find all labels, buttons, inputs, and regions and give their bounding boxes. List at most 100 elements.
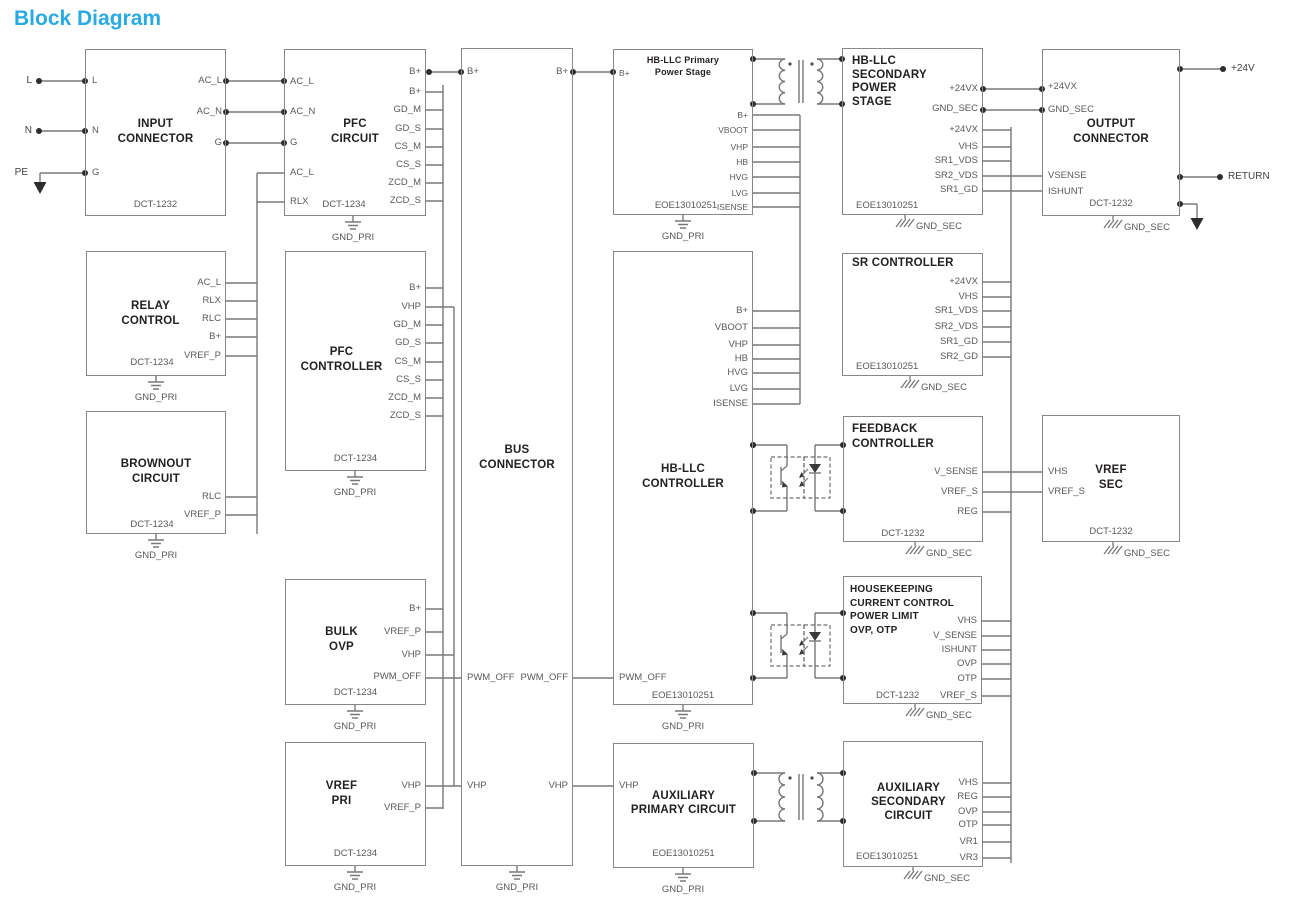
pin-label: HB — [736, 157, 748, 167]
pin-label: B+ — [736, 305, 748, 316]
pin-label: VSENSE — [1048, 170, 1087, 181]
ground-label: GND_PRI — [333, 487, 377, 498]
ground-label: GND_PRI — [661, 231, 705, 242]
pin-label: G — [92, 167, 100, 178]
pin-label: VREF_P — [184, 509, 221, 520]
block-vref-pri — [285, 742, 426, 866]
pin-label: V_SENSE — [933, 630, 977, 641]
pin-label: VHP — [728, 339, 748, 350]
pin-label: B+ — [409, 603, 421, 614]
part-number: EOE13010251 — [856, 200, 919, 211]
block-title: VREF PRI — [325, 780, 358, 807]
ground-label: GND_SEC — [1124, 222, 1170, 233]
pin-label: B+ — [619, 68, 630, 78]
block-pfc-controller — [285, 251, 426, 471]
pin-label: VREF_S — [940, 690, 977, 701]
pin-label: GND_SEC — [1048, 104, 1094, 115]
pin-label: HVG — [729, 172, 748, 182]
block-hbllc-secondary-power-stage — [842, 48, 983, 215]
pin-label: GD_M — [393, 104, 421, 115]
wires — [39, 68, 1223, 863]
ground-arrow-icon — [33, 182, 1204, 230]
optocoupler-icon — [753, 444, 843, 512]
pin-label: ISENSE — [716, 202, 748, 212]
pin-label: VHP — [401, 780, 421, 791]
pin-label: OTP — [957, 673, 977, 684]
part-number: DCT-1232 — [876, 690, 920, 701]
block-aux-primary-circuit — [613, 743, 754, 868]
pin-label: OTP — [958, 819, 978, 830]
pin-label: VHP — [730, 142, 748, 152]
pin-label: PWM_OFF — [619, 672, 667, 683]
pin-label: G — [214, 137, 222, 148]
pin-label: CS_S — [396, 159, 421, 170]
pin-label: L — [92, 75, 98, 86]
pin-label: VREF_S — [1048, 486, 1085, 497]
ground-label: GND_PRI — [331, 232, 375, 243]
pin-label: HB — [734, 353, 748, 364]
ground-label: GND_PRI — [495, 882, 539, 893]
pin-label: PWM_OFF — [520, 672, 569, 683]
pin-label: PWM_OFF — [373, 671, 422, 682]
terminal-label-n: N — [24, 125, 32, 136]
block-title: VREF SEC — [1095, 464, 1127, 491]
part-number: DCT-1234 — [322, 199, 366, 210]
pin-label: B+ — [556, 66, 568, 77]
earth-ground-icon — [148, 215, 691, 882]
part-number: DCT-1234 — [130, 357, 174, 368]
pin-label: +24VX — [949, 124, 978, 135]
optocoupler-icon — [753, 612, 843, 679]
pin-label: OVP — [957, 806, 978, 817]
pin-label: VBOOT — [718, 125, 748, 135]
pin-label: VREF_P — [184, 350, 221, 361]
block-pfc-circuit — [284, 49, 426, 216]
block-title: HOUSEKEEPING CURRENT CONTROL POWER LIMIT… — [850, 584, 955, 636]
part-number: EOE13010251 — [856, 361, 919, 372]
block-bulk-ovp — [285, 579, 426, 705]
pin-label: SR1_GD — [939, 336, 978, 347]
pin-label: VHS — [958, 141, 978, 152]
part-number: DCT-1234 — [333, 848, 378, 859]
block-housekeeping — [843, 576, 982, 704]
pin-label: GND_SEC — [932, 103, 978, 114]
part-number: EOE13010251 — [654, 200, 718, 211]
pin-label: CS_M — [394, 356, 421, 367]
block-title: AUXILIARY PRIMARY CIRCUIT — [630, 790, 737, 816]
block-aux-secondary-circuit — [843, 741, 983, 867]
block-hbllc-controller — [613, 251, 753, 705]
pin-label: VHP — [401, 301, 421, 312]
block-title: BROWNOUT CIRCUIT — [120, 458, 192, 485]
ground-label: GND_PRI — [661, 721, 705, 732]
block-title: INPUT CONNECTOR — [117, 118, 194, 145]
transformer-icon — [754, 772, 843, 822]
pin-label: AC_L — [290, 76, 314, 87]
ground-label: GND_SEC — [926, 548, 972, 559]
pin-label: +24VX — [949, 83, 978, 94]
pin-label: ZCD_M — [388, 392, 421, 403]
pin-label: AC_L — [290, 167, 314, 178]
block-bus-connector — [461, 48, 573, 866]
pin-label: B+ — [209, 331, 221, 342]
pin-label: N — [92, 125, 99, 136]
block-title: OUTPUT CONNECTOR — [1073, 118, 1149, 145]
pin-label: ISHUNT — [1048, 186, 1084, 197]
pin-label: AC_N — [290, 106, 316, 117]
block-title: BULK OVP — [325, 626, 358, 653]
pin-label: AC_N — [196, 106, 222, 117]
pin-label: ZCD_S — [389, 195, 421, 206]
pin-label: GD_S — [395, 123, 421, 134]
part-number: EOE13010251 — [856, 851, 919, 862]
part-number: DCT-1232 — [1089, 526, 1133, 537]
block-brownout-circuit — [86, 411, 226, 534]
pin-label: VHS — [958, 777, 978, 788]
pin-label: GD_M — [393, 319, 421, 330]
pin-label: REG — [957, 791, 978, 802]
pin-label: B+ — [409, 282, 421, 293]
pin-label: SR2_VDS — [934, 321, 978, 332]
pin-label: VHS — [957, 615, 977, 626]
pin-label: V_SENSE — [934, 466, 978, 477]
ground-label: GND_PRI — [134, 550, 178, 561]
pin-label: SR1_VDS — [934, 155, 978, 166]
ground-label: GND_PRI — [134, 392, 178, 403]
